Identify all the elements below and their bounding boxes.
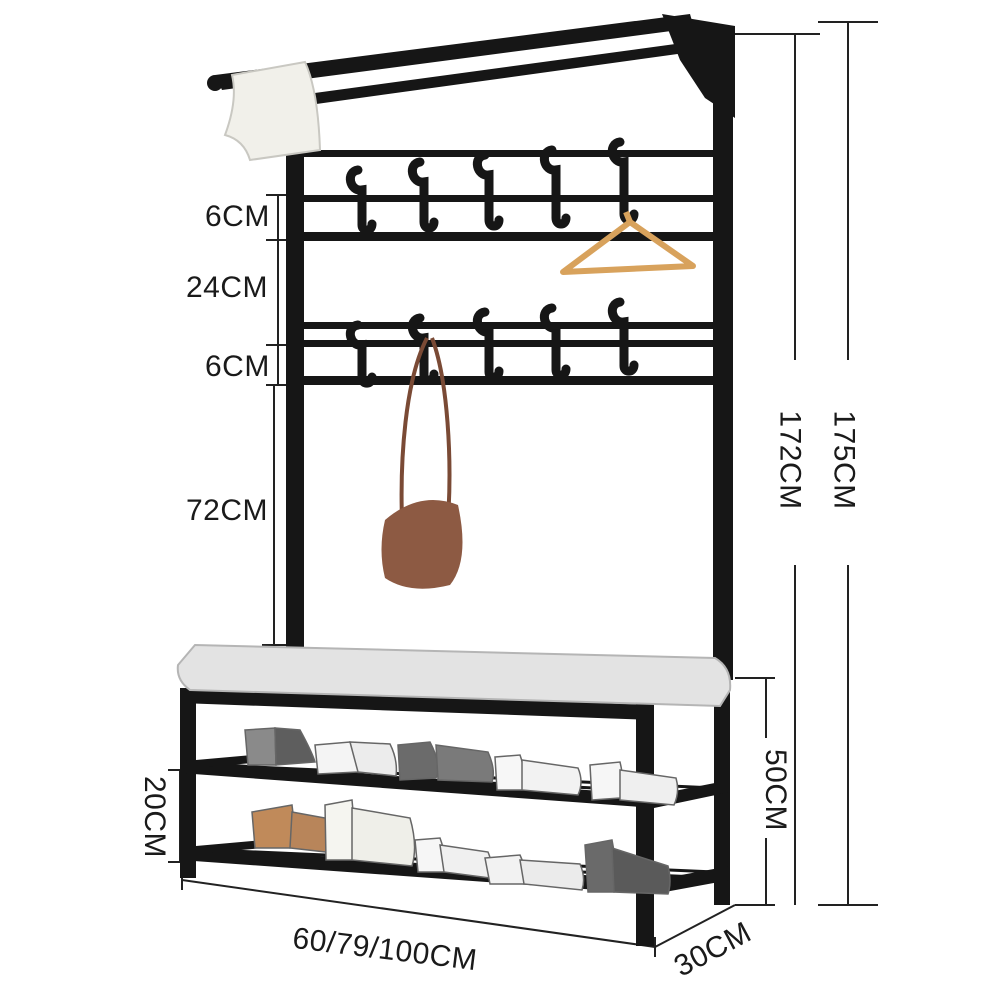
dim-inner-height: 172CM	[773, 410, 807, 510]
shoulder-bag	[381, 337, 463, 589]
dim-hook-row-gap-bottom: 6CM	[205, 350, 270, 383]
towel	[223, 60, 322, 162]
clothes-hanger	[560, 210, 696, 275]
shoes	[244, 727, 679, 895]
dim-seat-height: 50CM	[759, 748, 793, 832]
bench-seat-cushion	[176, 643, 732, 708]
dim-shelf-spacing: 20CM	[138, 775, 172, 859]
dim-total-height: 175CM	[827, 410, 861, 510]
dim-hook-to-seat: 72CM	[186, 494, 269, 527]
dim-hook-rows-spacing: 24CM	[186, 271, 269, 304]
dim-hook-row-gap-top: 6CM	[205, 200, 270, 233]
coat-hooks	[345, 137, 639, 388]
